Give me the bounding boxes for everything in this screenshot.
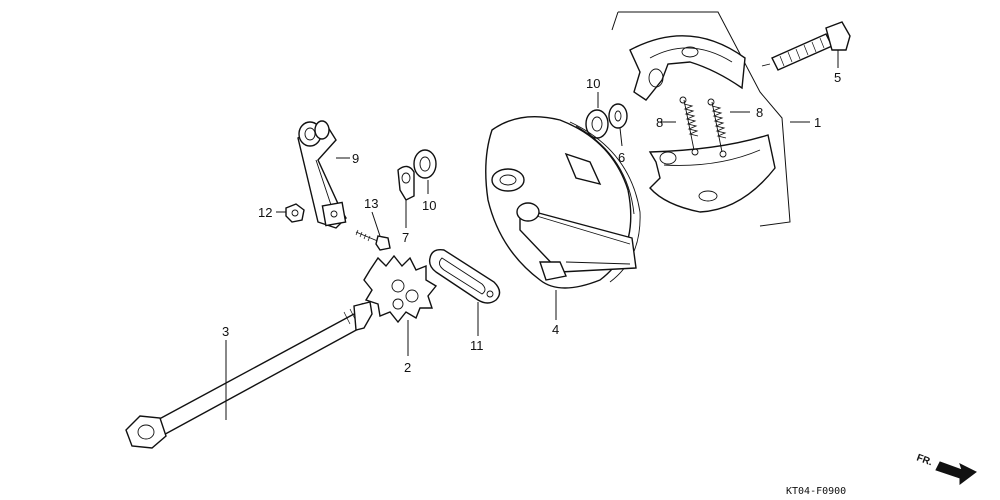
callout-5: 5 (834, 70, 841, 85)
axle-3 (125, 301, 373, 449)
spring-right (707, 98, 727, 158)
direction-indicator: FR. (915, 452, 977, 485)
callout-10-right: 10 (586, 76, 600, 91)
bolt-13 (355, 229, 391, 251)
diagram-code: KT04-F0900 (786, 486, 846, 497)
callout-6: 6 (618, 150, 625, 165)
plate-11 (428, 248, 501, 304)
seal-10-left (413, 149, 437, 179)
direction-label: FR. (915, 452, 934, 468)
brake-arm (297, 120, 347, 229)
brake-shoe-assembly (611, 11, 791, 227)
callout-12: 12 (258, 205, 272, 220)
callout-13: 13 (364, 196, 378, 211)
callout-8-right: 8 (756, 105, 763, 120)
arrow-icon (935, 461, 977, 485)
callout-4: 4 (552, 322, 559, 337)
callout-3: 3 (222, 324, 229, 339)
callout-8-left: 8 (656, 115, 663, 130)
sprocket-2 (363, 254, 438, 324)
brake-cam-pin (761, 21, 851, 71)
brake-panel (485, 115, 641, 289)
callout-1: 1 (814, 115, 821, 130)
callout-2: 2 (404, 360, 411, 375)
washer-6 (608, 103, 628, 129)
nut-12 (285, 203, 305, 223)
spring-left (679, 96, 699, 156)
callout-7: 7 (402, 230, 409, 245)
seal-10-right (585, 109, 609, 139)
callout-10-left: 10 (422, 198, 436, 213)
leader-lines (225, 50, 839, 420)
callout-9: 9 (352, 151, 359, 166)
callout-11: 11 (470, 338, 484, 353)
wear-indicator-7 (397, 165, 415, 201)
